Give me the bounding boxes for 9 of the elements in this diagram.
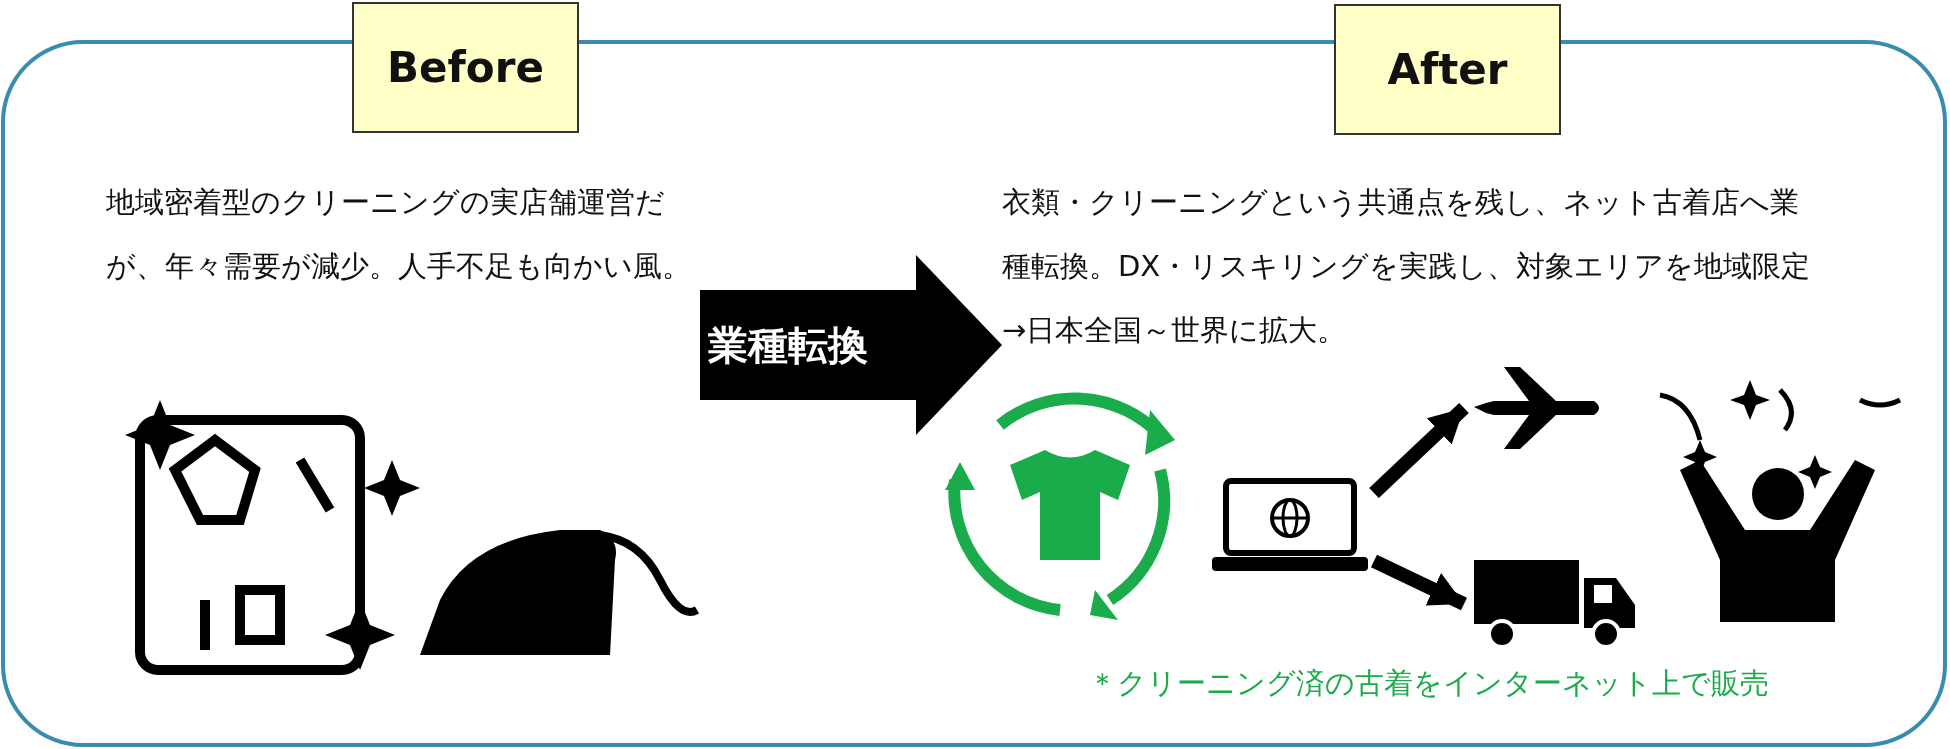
arrow: [1371, 554, 1467, 611]
note-text: ＊クリーニング済の古着をインターネット上で販売: [1088, 665, 1769, 702]
description-text: 衣類・クリーニングという共通点を残し、ネット古着店へ業種転換。DX・リスキリングを実践し、対象エリアを地域限定→日本全国～世界に拡大。: [1002, 170, 1822, 370]
arrow: [1369, 402, 1469, 499]
before-label-box: Before: [352, 2, 579, 133]
laptop-icon: [1212, 478, 1368, 571]
description-text: 地域密着型のクリーニングの実店舗運営だが、年々需要が減少。人手不足も向かい風。: [106, 170, 700, 370]
airplane-icon: [1474, 367, 1599, 449]
after-label-box: After: [1334, 4, 1561, 135]
